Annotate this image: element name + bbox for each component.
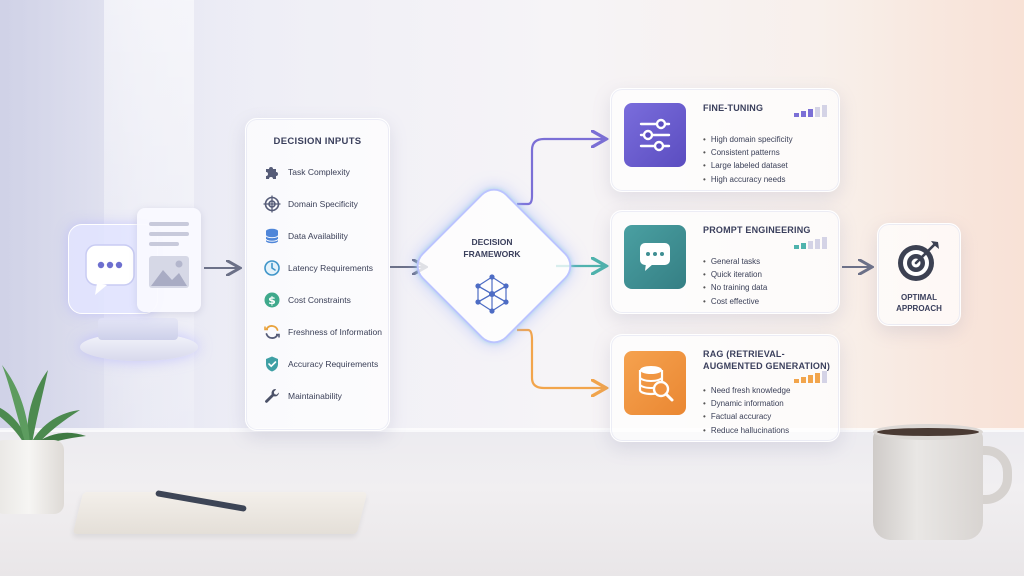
input-domain-specificity: Domain Specificity bbox=[262, 194, 358, 214]
device-stem bbox=[98, 318, 178, 340]
optimal-approach-label: OPTIMAL APPROACH bbox=[878, 292, 960, 314]
bullet-item: Need fresh knowledge bbox=[703, 384, 791, 397]
sliders-icon bbox=[624, 103, 686, 167]
input-label: Freshness of Information bbox=[288, 327, 383, 337]
bullet-item: Cost effective bbox=[703, 295, 767, 308]
coffee-surface bbox=[873, 424, 983, 440]
decision-inputs-title: DECISION INPUTS bbox=[273, 136, 362, 147]
wrench-icon bbox=[262, 386, 282, 406]
input-data-availability: Data Availability bbox=[262, 226, 348, 246]
desk-edge bbox=[0, 428, 1024, 432]
optimal-line1: OPTIMAL bbox=[901, 293, 937, 302]
input-latency-requirements: Latency Requirements bbox=[262, 258, 373, 278]
approach-title: PROMPT ENGINEERING bbox=[703, 225, 811, 235]
fit-strength-bars bbox=[794, 105, 827, 117]
approach-title: FINE-TUNING bbox=[703, 103, 764, 113]
chat-icon bbox=[624, 225, 686, 289]
approach-title: RAG (RETRIEVAL-AUGMENTED GENERATION) bbox=[703, 349, 831, 371]
approach-bullets: General tasks Quick iteration No trainin… bbox=[703, 255, 767, 308]
approach-card-rag: RAG (RETRIEVAL-AUGMENTED GENERATION) Nee… bbox=[610, 334, 840, 442]
bullet-item: Consistent patterns bbox=[703, 146, 793, 159]
bullet-item: No training data bbox=[703, 281, 767, 294]
notebook bbox=[72, 492, 368, 534]
bullet-item: High accuracy needs bbox=[703, 173, 793, 186]
target-arrow-icon bbox=[898, 241, 939, 281]
decision-inputs-panel: DECISION INPUTS Task Complexity Domain S… bbox=[245, 118, 390, 431]
approach-bullets: High domain specificity Consistent patte… bbox=[703, 133, 793, 186]
target-icon bbox=[262, 194, 282, 214]
input-freshness-of-information: Freshness of Information bbox=[262, 322, 382, 342]
fit-strength-bars bbox=[794, 371, 827, 383]
chat-bubble-icon bbox=[85, 244, 135, 295]
input-task-complexity: Task Complexity bbox=[262, 162, 350, 182]
mug-handle bbox=[978, 446, 1012, 504]
input-label: Domain Specificity bbox=[288, 199, 358, 209]
optimal-approach-panel: OPTIMAL APPROACH bbox=[877, 223, 961, 326]
approach-bullets: Need fresh knowledge Dynamic information… bbox=[703, 384, 791, 437]
optimal-line2: APPROACH bbox=[896, 304, 942, 313]
plant-leaves bbox=[0, 365, 86, 448]
input-label: Accuracy Requirements bbox=[288, 359, 379, 369]
coffee-mug bbox=[873, 430, 983, 540]
input-label: Latency Requirements bbox=[288, 263, 374, 273]
bullet-item: Reduce hallucinations bbox=[703, 424, 790, 437]
puzzle-icon bbox=[262, 162, 282, 182]
network-icon bbox=[475, 274, 509, 314]
database-icon bbox=[262, 226, 282, 246]
input-cost-constraints: $ Cost Constraints bbox=[262, 290, 351, 310]
document-image-icon bbox=[149, 222, 189, 288]
framework-title-line2: FRAMEWORK bbox=[463, 249, 521, 259]
fit-strength-bars bbox=[794, 237, 827, 249]
approach-card-fine-tuning: FINE-TUNING High domain specificity Cons… bbox=[610, 88, 840, 192]
bullet-item: Large labeled dataset bbox=[703, 159, 793, 172]
bullet-item: Factual accuracy bbox=[703, 410, 790, 423]
shield-check-icon bbox=[262, 354, 282, 374]
input-maintainability: Maintainability bbox=[262, 386, 342, 406]
input-label: Data Availability bbox=[288, 231, 348, 241]
framework-title-line1: DECISION bbox=[471, 237, 513, 247]
input-label: Maintainability bbox=[288, 391, 342, 401]
bullet-item: Quick iteration bbox=[703, 268, 767, 281]
approach-card-prompt-engineering: PROMPT ENGINEERING General tasks Quick i… bbox=[610, 210, 840, 314]
database-search-icon bbox=[624, 351, 686, 415]
dollar-icon: $ bbox=[262, 290, 282, 310]
bullet-item: High domain specificity bbox=[703, 133, 793, 146]
decision-framework-title: DECISION FRAMEWORK bbox=[440, 236, 544, 260]
plant-pot bbox=[0, 440, 64, 514]
bullet-item: Dynamic information bbox=[703, 397, 790, 410]
svg-text:$: $ bbox=[268, 294, 276, 307]
input-accuracy-requirements: Accuracy Requirements bbox=[262, 354, 378, 374]
clock-icon bbox=[262, 258, 282, 278]
document-source-panel bbox=[137, 208, 201, 312]
input-label: Cost Constraints bbox=[288, 295, 351, 305]
input-label: Task Complexity bbox=[288, 167, 350, 177]
bullet-item: General tasks bbox=[703, 255, 767, 268]
refresh-icon bbox=[262, 322, 282, 342]
